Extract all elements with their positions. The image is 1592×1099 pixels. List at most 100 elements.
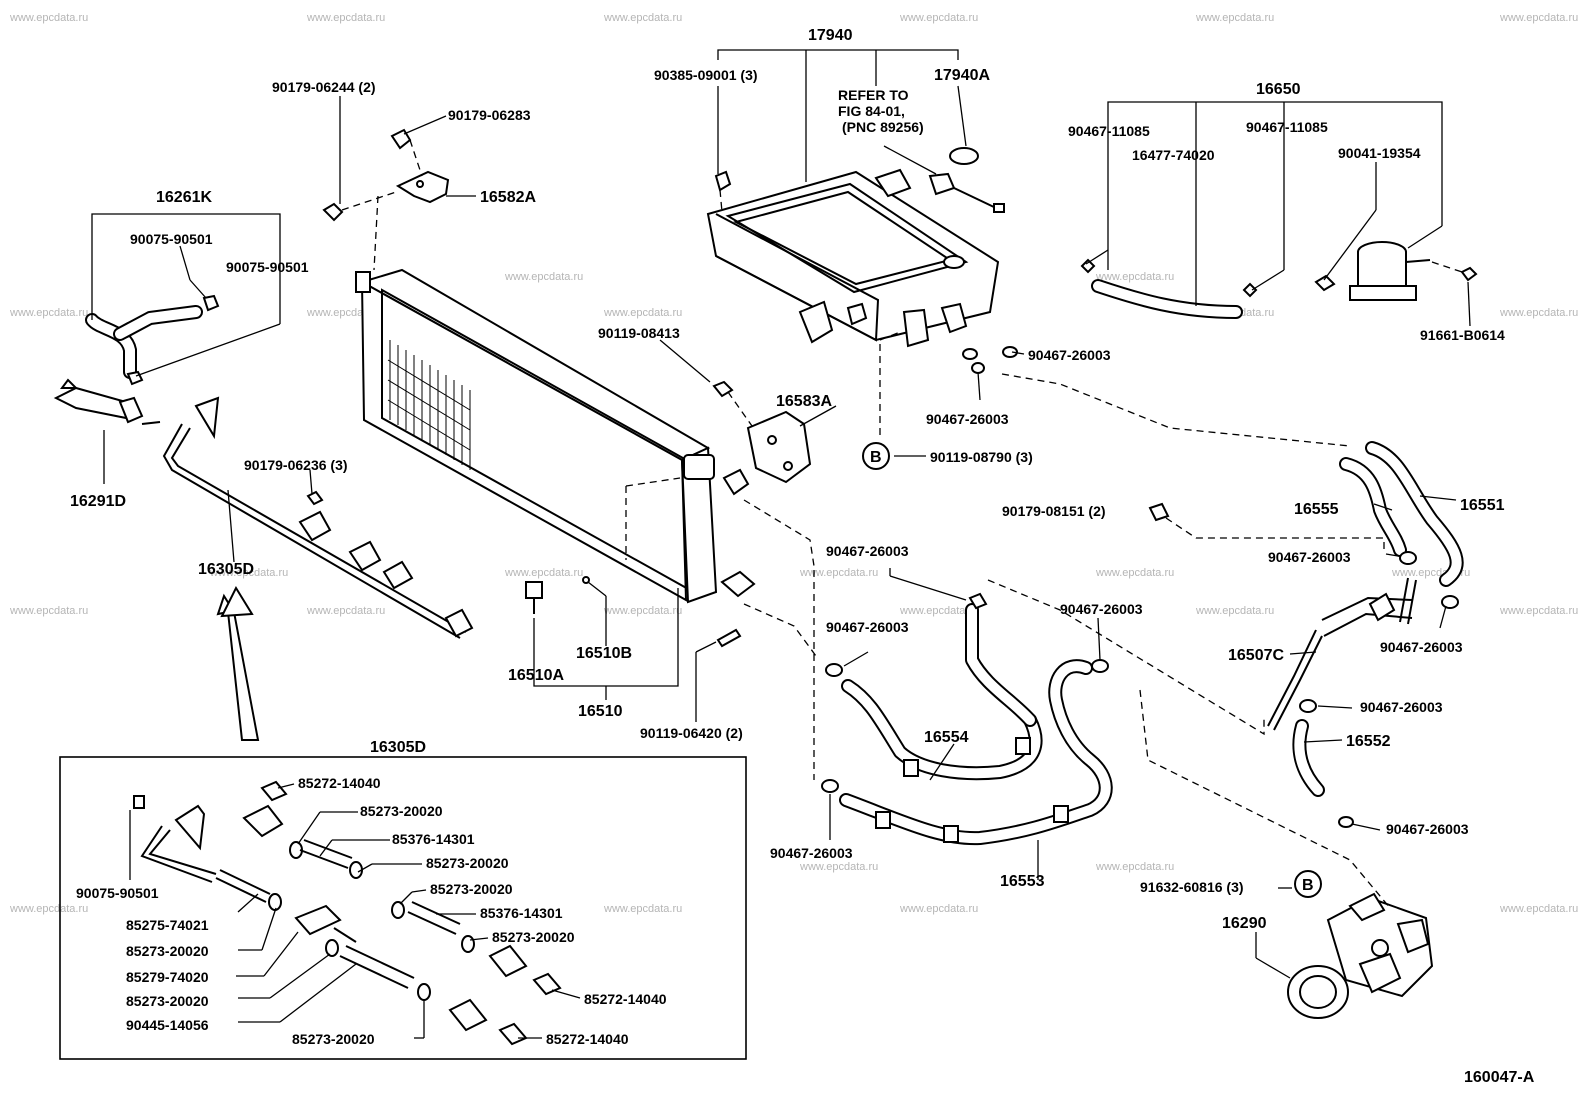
label-17940: 17940	[808, 27, 853, 44]
watermark: www.epcdata.ru	[1499, 605, 1578, 617]
label-90119-08413: 90119-08413	[598, 325, 680, 341]
label-b-ref: B	[870, 449, 882, 466]
label-90385-09001: 90385-09001 (3)	[654, 67, 758, 83]
watermark: www.epcdata.ru	[1499, 903, 1578, 915]
label-85273-20020: 85273-20020	[492, 929, 575, 945]
label-90041-19354: 90041-19354	[1338, 145, 1421, 161]
label-b-ref: B	[1302, 877, 1314, 894]
label-90467-26003: 90467-26003	[770, 845, 853, 861]
label-85279-74020: 85279-74020	[126, 969, 209, 985]
label-16305D: 16305D	[198, 561, 254, 578]
watermark: www.epcdata.ru	[1195, 605, 1274, 617]
label-90467-11085: 90467-11085	[1246, 119, 1328, 135]
label-90075-90501: 90075-90501	[76, 885, 159, 901]
upper-bracket-16582A	[322, 128, 450, 271]
bracket-16583A	[712, 380, 812, 484]
label-91661-B0614: 91661-B0614	[1420, 327, 1505, 343]
watermark: www.epcdata.ru	[9, 307, 88, 319]
watermark: www.epcdata.ru	[306, 12, 385, 24]
label-90467-26003: 90467-26003	[1268, 549, 1351, 565]
label-85273-20020: 85273-20020	[426, 855, 509, 871]
label-85273-20020: 85273-20020	[126, 943, 209, 959]
label-90467-26003: 90467-26003	[1386, 821, 1469, 837]
label-refer-line2: FIG 84-01,	[838, 103, 905, 119]
label-17940A: 17940A	[934, 67, 990, 84]
hoses-16555-16551-16552	[1148, 441, 1464, 828]
watermark: www.epcdata.ru	[1095, 271, 1174, 283]
watermark: www.epcdata.ru	[9, 12, 88, 24]
label-16582A: 16582A	[480, 189, 536, 206]
watermark: www.epcdata.ru	[603, 12, 682, 24]
label-refer-line3: (PNC 89256)	[842, 119, 924, 135]
label-90467-26003: 90467-26003	[1060, 601, 1143, 617]
label-16290: 16290	[1222, 915, 1267, 932]
label-90119-08790: 90119-08790 (3)	[930, 449, 1033, 465]
valve-16291D	[53, 378, 161, 425]
watermark: www.epcdata.ru	[9, 903, 88, 915]
watermark: www.epcdata.ru	[899, 605, 978, 617]
hoses-16554-16553	[821, 592, 1113, 846]
label-90075-90501: 90075-90501	[226, 259, 309, 275]
watermark: www.epcdata.ru	[504, 271, 583, 283]
watermark: www.epcdata.ru	[603, 605, 682, 617]
dashed-leaders	[625, 373, 1391, 909]
label-85272-14040: 85272-14040	[584, 991, 667, 1007]
label-90467-11085: 90467-11085	[1068, 123, 1150, 139]
watermark: www.epcdata.ru	[504, 567, 583, 579]
watermark: www.epcdata.ru	[1499, 307, 1578, 319]
label-85376-14301: 85376-14301	[392, 831, 475, 847]
label-16291D: 16291D	[70, 493, 126, 510]
reference-b-circle	[1294, 870, 1322, 898]
reserve-tank-17940	[706, 147, 1018, 440]
label-16510A: 16510A	[508, 667, 564, 684]
inset-16305D	[59, 756, 747, 1060]
label-85272-14040: 85272-14040	[298, 775, 381, 791]
watermark: www.epcdata.ru	[603, 307, 682, 319]
label-16477-74020: 16477-74020	[1132, 147, 1215, 163]
label-90467-26003: 90467-26003	[1380, 639, 1463, 655]
label-90119-06420: 90119-06420 (2)	[640, 725, 743, 741]
label-90445-14056: 90445-14056	[126, 1017, 209, 1033]
label-16583A: 16583A	[776, 393, 832, 410]
watermark: www.epcdata.ru	[899, 903, 978, 915]
label-16554: 16554	[924, 729, 969, 746]
label-90179-06244: 90179-06244 (2)	[272, 79, 376, 95]
pump-16650	[1080, 241, 1478, 319]
label-85376-14301: 85376-14301	[480, 905, 563, 921]
label-16510B: 16510B	[576, 645, 632, 662]
label-90467-26003: 90467-26003	[1028, 347, 1111, 363]
label-90179-08151: 90179-08151 (2)	[1002, 503, 1106, 519]
label-16555: 16555	[1294, 501, 1339, 518]
hose-16261K	[85, 294, 220, 386]
label-90467-26003: 90467-26003	[926, 411, 1009, 427]
label-90075-90501: 90075-90501	[130, 231, 213, 247]
label-90467-26003: 90467-26003	[826, 543, 909, 559]
label-refer-line1: REFER TO	[838, 87, 909, 103]
watermarks: www.epcdata.ru www.epcdata.ru www.epcdat…	[9, 12, 1578, 915]
label-16305D-inset: 16305D	[370, 739, 426, 756]
label-85273-20020: 85273-20020	[360, 803, 443, 819]
label-90179-06283: 90179-06283	[448, 107, 531, 123]
label-90179-06236: 90179-06236 (3)	[244, 457, 348, 473]
label-16553: 16553	[1000, 873, 1045, 890]
watermark: www.epcdata.ru	[1195, 12, 1274, 24]
figure-code: 160047-A	[1464, 1069, 1535, 1086]
part-labels: 17940 90385-09001 (3) REFER TO FIG 84-01…	[70, 27, 1535, 1086]
watermark: www.epcdata.ru	[9, 605, 88, 617]
radiator-assembly	[355, 268, 756, 648]
watermark: www.epcdata.ru	[1095, 861, 1174, 873]
label-16650: 16650	[1256, 81, 1301, 98]
label-85275-74021: 85275-74021	[126, 917, 209, 933]
label-90467-26003: 90467-26003	[1360, 699, 1443, 715]
arrow-16305D	[216, 585, 260, 741]
pipe-16305D	[162, 396, 474, 639]
label-85272-14040: 85272-14040	[546, 1031, 629, 1047]
label-16552: 16552	[1346, 733, 1391, 750]
watermark: www.epcdata.ru	[306, 605, 385, 617]
label-16261K: 16261K	[156, 189, 212, 206]
watermark: www.epcdata.ru	[799, 567, 878, 579]
leader-lines	[91, 49, 1471, 1039]
watermark: www.epcdata.ru	[799, 861, 878, 873]
label-16551: 16551	[1460, 497, 1505, 514]
